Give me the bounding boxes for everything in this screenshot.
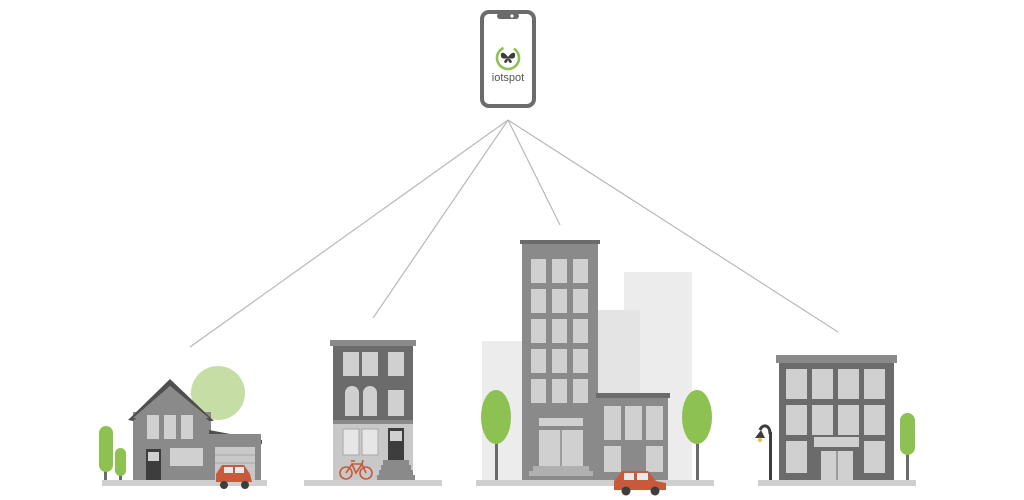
car: [614, 471, 666, 496]
city-center: [476, 240, 714, 496]
entrance: [814, 437, 859, 447]
ground-strip: [102, 480, 267, 486]
streetlamp: [755, 424, 772, 480]
tree: [481, 390, 511, 444]
tower-windows: [531, 259, 588, 403]
window: [170, 448, 203, 466]
car: [216, 465, 252, 489]
ground-strip: [758, 480, 916, 486]
ground-strip: [304, 480, 442, 486]
entrance: [539, 418, 583, 426]
side-building-windows: [604, 406, 663, 472]
brand-label: iotspot: [492, 72, 524, 84]
ground-strip: [476, 480, 714, 486]
window: [342, 428, 360, 456]
window: [362, 352, 378, 376]
connector-line-office: [507, 119, 839, 333]
window: [361, 428, 379, 456]
window: [147, 415, 159, 439]
tree: [115, 448, 126, 476]
connector-line-house: [189, 119, 509, 348]
tree: [99, 426, 113, 472]
connector-line-city: [507, 119, 561, 226]
smartphone: iotspot: [480, 10, 536, 108]
phone-camera: [510, 14, 514, 18]
butterfly-icon: [500, 52, 516, 63]
connector-line-townhouse: [372, 119, 509, 319]
suburban-house: [99, 366, 267, 489]
tree: [682, 390, 712, 444]
townhouse: [304, 340, 442, 486]
arched-window: [345, 386, 359, 416]
phone-notch: [497, 13, 519, 19]
window: [164, 415, 176, 439]
tree: [900, 413, 915, 455]
office-building: [755, 355, 916, 486]
office-windows: [786, 369, 885, 473]
window: [181, 415, 193, 439]
window: [388, 352, 404, 376]
window: [388, 390, 404, 416]
bicycle: [339, 459, 373, 480]
arched-window: [363, 386, 377, 416]
window: [343, 352, 359, 376]
tree-canopy: [191, 366, 245, 420]
connector-lines: [189, 119, 839, 348]
